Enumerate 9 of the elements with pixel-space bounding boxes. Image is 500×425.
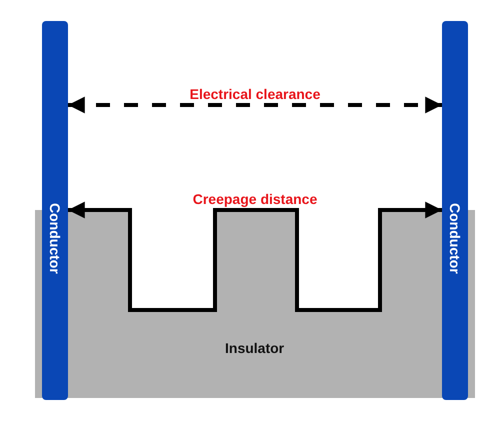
edge-label: Electrical clearance <box>190 86 320 102</box>
conductor-label: Conductor <box>447 203 463 274</box>
edge-label: Creepage distance <box>192 191 318 207</box>
insulator-label: Insulator <box>225 340 284 356</box>
conductor-bar <box>442 21 468 400</box>
double-arrow <box>68 202 442 312</box>
dashed-double-arrow <box>68 96 442 114</box>
conductor-label: Conductor <box>47 203 63 274</box>
conductor-bar <box>42 21 68 400</box>
